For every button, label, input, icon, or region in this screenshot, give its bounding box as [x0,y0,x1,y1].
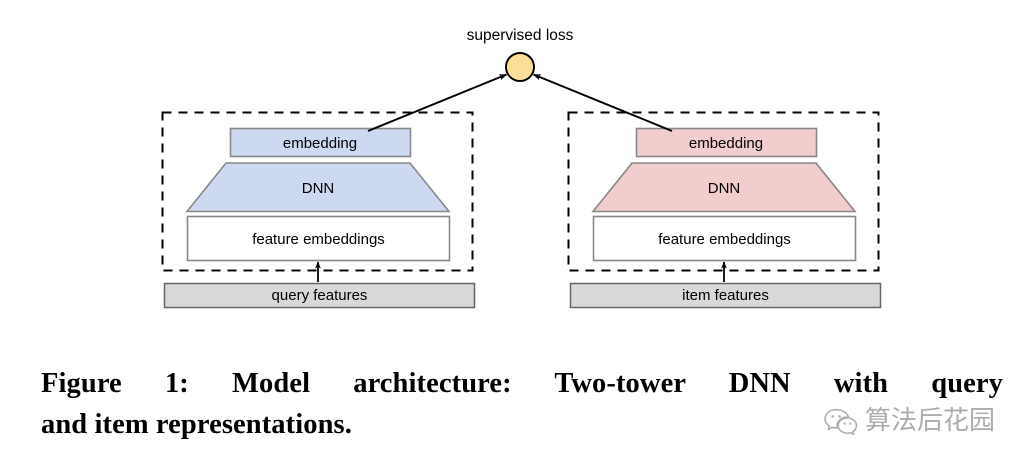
supervised-loss-label-wrap: supervised loss [420,27,620,45]
query-features-box [163,282,476,309]
item-embedding-box [635,127,818,158]
supervised-loss-node [505,52,535,82]
query-dnn-label: DNN [301,179,335,197]
caption-line-2: and item representations. [41,409,352,440]
figure-caption: Figure 1: Model architecture: Two-tower … [41,363,1003,445]
item-features-box [569,282,882,309]
query-tower-group [161,111,476,309]
item-features-label: item features [682,287,769,304]
query-feature-embeddings-label: feature embeddings [252,230,385,248]
supervised-loss-label: supervised loss [466,27,574,44]
item-dnn-trapezoid [591,162,857,213]
item-feature-embeddings-label: feature embeddings [658,230,791,248]
query-feature-embeddings-box [186,215,451,262]
query-features-label: query features [271,287,368,304]
item-tower-dashed-container [567,111,880,272]
query-to-loss-arrow [367,73,508,132]
query-dnn-trapezoid [185,162,451,213]
item-embedding-label: embedding [688,134,764,152]
query-embedding-box [229,127,412,158]
item-tower-group [567,111,882,309]
item-dnn-label: DNN [707,179,741,197]
query-embedding-label: embedding [282,134,358,152]
item-to-loss-arrow [532,73,673,132]
caption-line-1: Figure 1: Model architecture: Two-tower … [41,368,1003,399]
item-feature-embeddings-box [592,215,857,262]
query-tower-dashed-container [161,111,474,272]
